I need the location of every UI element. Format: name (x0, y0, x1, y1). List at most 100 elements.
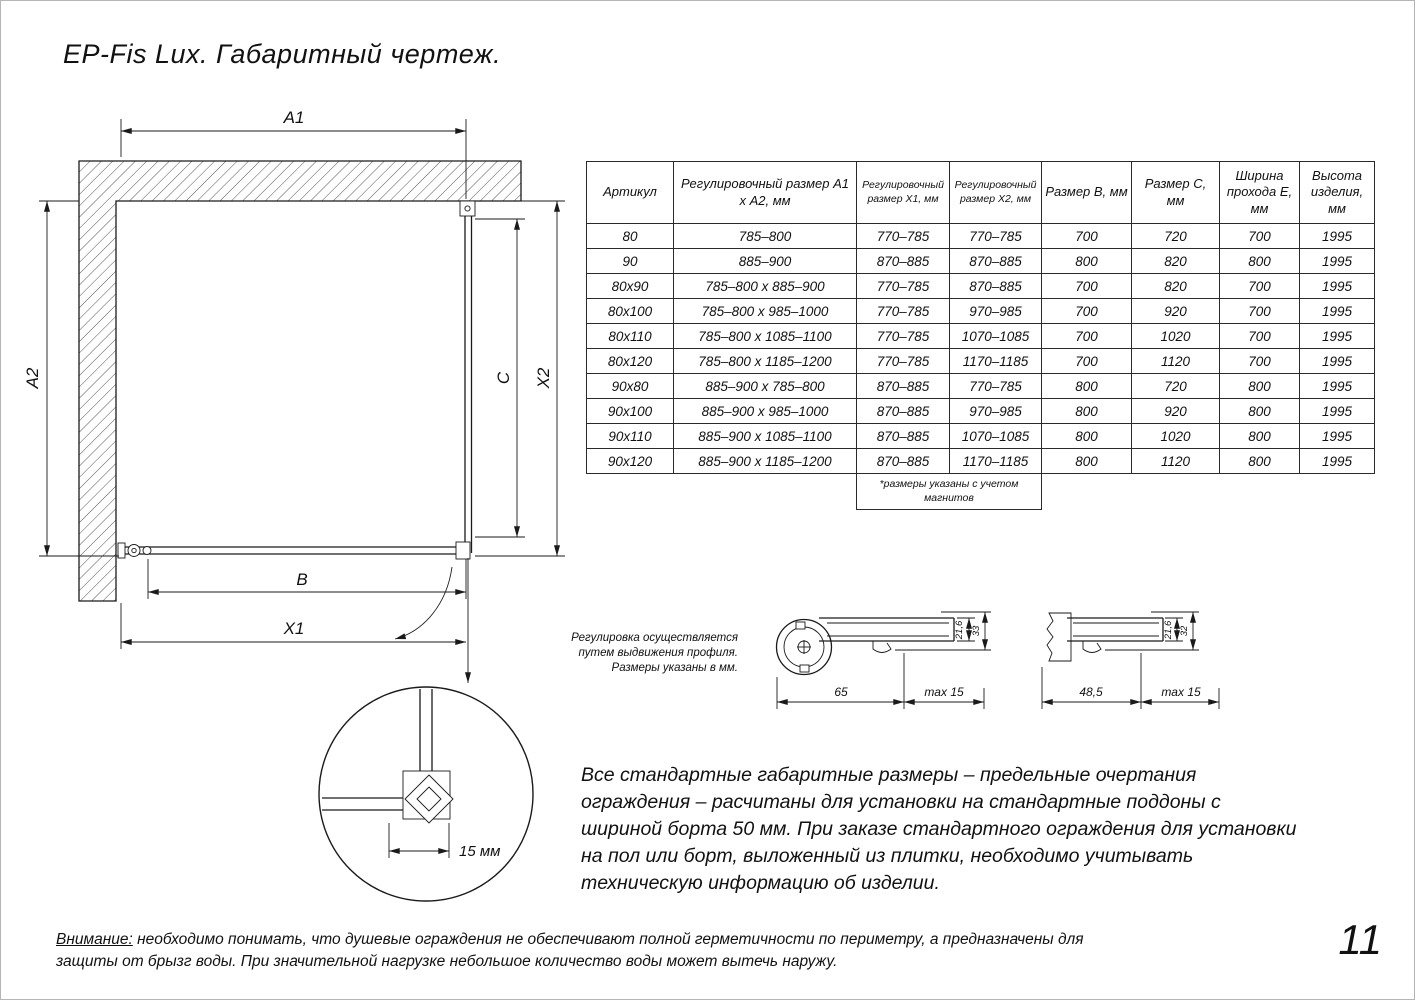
table-cell: 90x80 (586, 373, 674, 399)
dim-b: B (147, 559, 467, 599)
table-cell: 800 (1219, 448, 1300, 474)
table-cell: 1995 (1299, 348, 1375, 374)
adjustment-note-line: путем выдвижения профиля. (578, 646, 738, 659)
table-cell: 700 (1219, 348, 1300, 374)
table-cell: 785–800 (673, 223, 857, 249)
table-cell: 770–785 (856, 323, 950, 349)
table-cell: 885–900 (673, 248, 857, 274)
column-header: Артикул (586, 161, 674, 224)
adjustment-note: Регулировка осуществляется путем выдвиже… (566, 631, 738, 676)
table-cell: 1995 (1299, 273, 1375, 299)
table-cell: 1120 (1131, 348, 1220, 374)
footnote-spacer (1042, 474, 1375, 510)
side-glass-panel (459, 200, 476, 553)
column-header: Регулировочный размер X2, мм (949, 161, 1042, 224)
table-cell: 700 (1041, 273, 1132, 299)
dim-c: C (475, 218, 525, 538)
table-cell: 800 (1041, 248, 1132, 274)
page-title: EP-Fis Lux. Габаритный чертеж. (63, 39, 502, 69)
dim-33-label: 33 (971, 625, 982, 636)
table-cell: 1070–1085 (949, 423, 1042, 449)
table-cell: 770–785 (856, 223, 950, 249)
table-cell: 885–900 x 785–800 (673, 373, 857, 399)
table-cell: 870–885 (949, 273, 1042, 299)
table-cell: 1995 (1299, 248, 1375, 274)
table-cell: 870–885 (856, 398, 950, 424)
table-cell: 700 (1219, 273, 1300, 299)
table-cell: 1995 (1299, 323, 1375, 349)
table-cell: 800 (1219, 373, 1300, 399)
table-cell: 885–900 x 1085–1100 (673, 423, 857, 449)
table-cell: 870–885 (856, 373, 950, 399)
dim-profile-left-33: 33 (895, 611, 991, 651)
dim-216-left-label: 21,6 (954, 620, 965, 640)
table-cell: 700 (1219, 323, 1300, 349)
table-cell: 870–885 (949, 248, 1042, 274)
table-cell: 720 (1131, 373, 1220, 399)
table-cell: 920 (1131, 298, 1220, 324)
dim-detail-label: 15 мм (459, 843, 500, 860)
profile-section-right: 48,5 max 15 21,6 32 (1041, 611, 1220, 709)
table-cell: 80 (586, 223, 674, 249)
table-cell: 1995 (1299, 298, 1375, 324)
adjustment-note-line: Регулировка осуществляется (571, 632, 738, 644)
table-cell: 1995 (1299, 423, 1375, 449)
table-cell: 800 (1219, 423, 1300, 449)
table-cell: 90x100 (586, 398, 674, 424)
table-cell: 800 (1219, 398, 1300, 424)
warning-text: Внимание: необходимо понимать, что душев… (56, 929, 1086, 972)
dim-profile-right-max15: max 15 (1141, 685, 1220, 709)
door-swing-arrow (394, 566, 453, 640)
table-cell: 1020 (1131, 423, 1220, 449)
warning-body: необходимо понимать, что душевые огражде… (56, 931, 1084, 970)
dim-profile-left-216: 21,6 (954, 617, 975, 642)
table-cell: 1995 (1299, 448, 1375, 474)
table-cell: 785–800 x 985–1000 (673, 298, 857, 324)
table-cell: 1995 (1299, 398, 1375, 424)
dim-profile-right-216: 21,6 (1163, 617, 1183, 642)
table-cell: 700 (1041, 348, 1132, 374)
table-cell: 885–900 x 985–1000 (673, 398, 857, 424)
installation-paragraph: Все стандартные габаритные размеры – пре… (581, 764, 1297, 894)
wall-hatched (78, 160, 522, 602)
table-cell: 800 (1041, 373, 1132, 399)
table-cell: 1120 (1131, 448, 1220, 474)
table-cell: 700 (1041, 298, 1132, 324)
table-cell: 800 (1041, 423, 1132, 449)
dim-profile-right-485: 48,5 (1041, 653, 1142, 709)
table-cell: 700 (1219, 298, 1300, 324)
dim-profile-left-max15: max 15 (904, 685, 985, 709)
front-glass-panel (117, 541, 471, 560)
column-header: Размер C, мм (1131, 161, 1220, 224)
table-footnote: *размеры указаны с учетом магнитов (856, 473, 1042, 510)
table-cell: 1995 (1299, 373, 1375, 399)
table-cell: 970–985 (949, 298, 1042, 324)
dim-65-label: 65 (834, 685, 848, 699)
table-cell: 885–900 x 1185–1200 (673, 448, 857, 474)
table-cell: 800 (1041, 398, 1132, 424)
column-header: Размер B, мм (1041, 161, 1132, 224)
table-cell: 700 (1219, 223, 1300, 249)
table-cell: 820 (1131, 273, 1220, 299)
table-cell: 80x90 (586, 273, 674, 299)
table-cell: 870–885 (856, 423, 950, 449)
dim-a2-label: A2 (23, 367, 42, 389)
table-cell: 920 (1131, 398, 1220, 424)
column-header: Высота изделия, мм (1299, 161, 1375, 224)
dim-a1-label: A1 (283, 108, 305, 127)
dim-x1: X1 (120, 603, 466, 649)
dim-x2: X2 (475, 200, 565, 557)
table-cell: 870–885 (856, 248, 950, 274)
dim-a2: A2 (23, 200, 119, 557)
table-cell: 80x120 (586, 348, 674, 374)
table-cell: 1995 (1299, 223, 1375, 249)
